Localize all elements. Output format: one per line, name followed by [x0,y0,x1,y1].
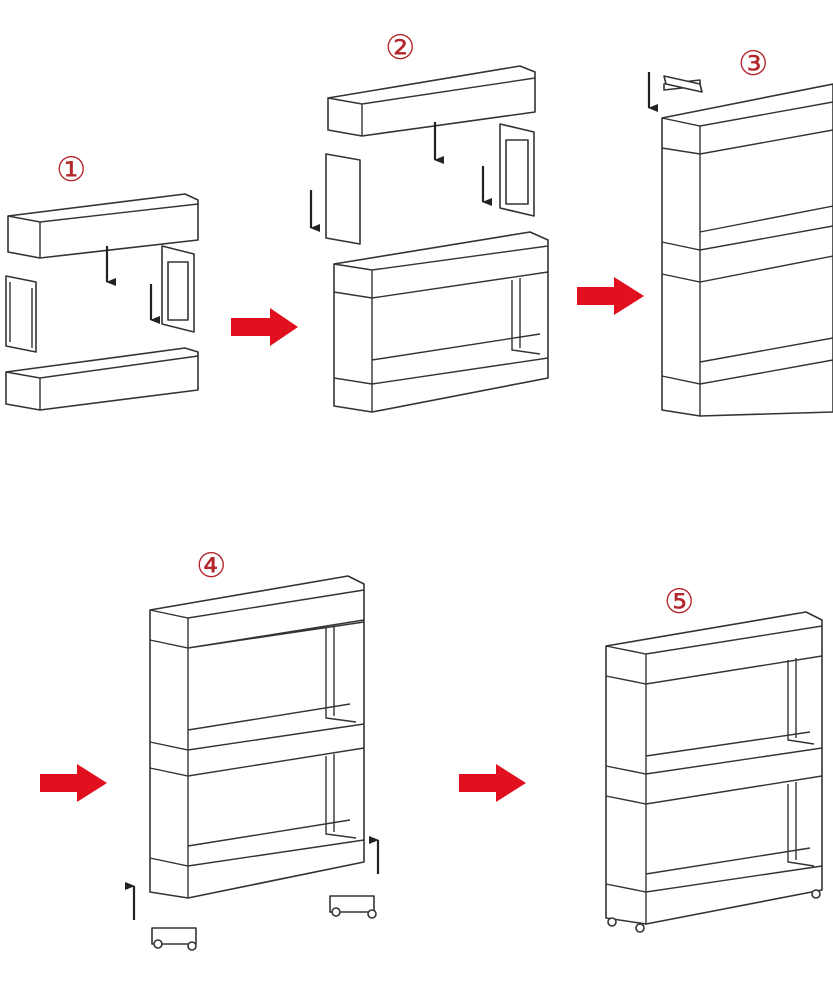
step-number-2: ② [385,28,416,68]
step-number-4: ④ [196,546,227,586]
step-number-1: ① [56,150,87,190]
step-number-3: ③ [738,44,769,84]
caster-base-left [151,927,197,951]
step-5-illustration [605,611,823,933]
next-step-arrow-3 [40,764,107,802]
step-2-illustration [309,65,549,413]
step-4-illustration [125,575,380,951]
caster-base-right [329,895,377,919]
step-3-illustration [647,72,833,417]
next-step-arrow-1 [231,308,298,346]
step-1-illustration [5,193,199,411]
next-step-arrow-2 [577,277,644,315]
step-number-5: ⑤ [664,582,695,622]
next-step-arrow-4 [459,764,526,802]
